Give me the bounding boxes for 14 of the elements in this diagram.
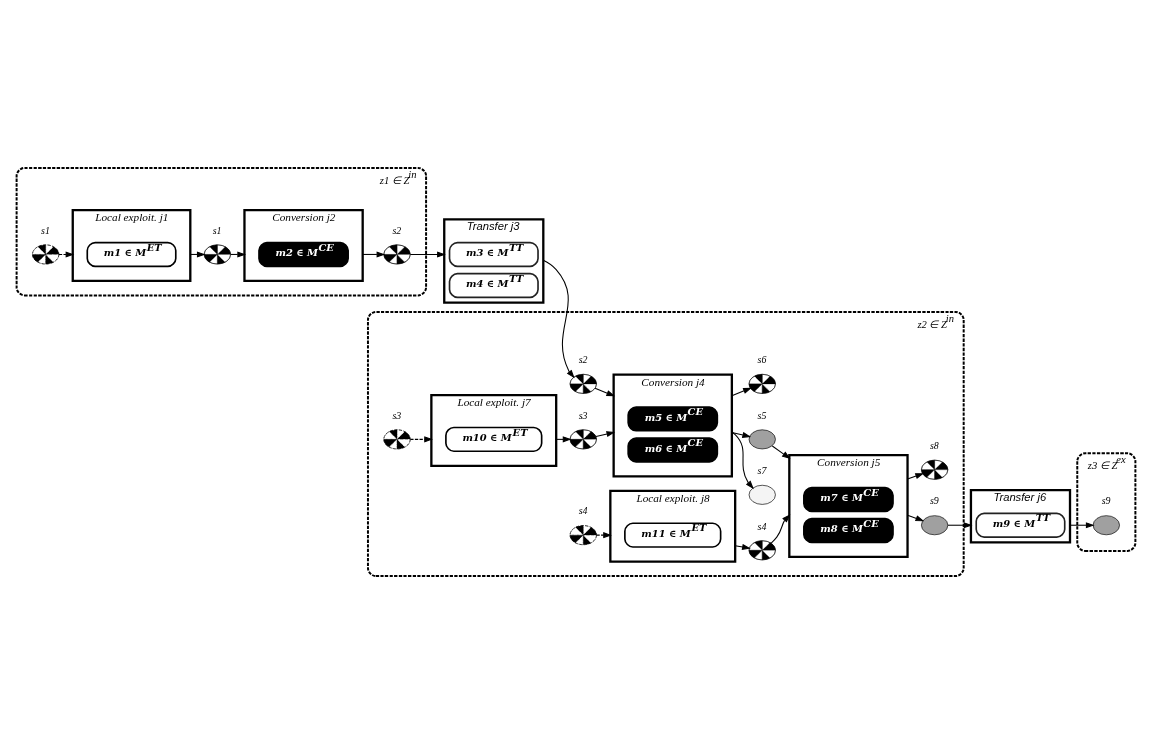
node-label: s2 [578, 353, 588, 365]
node-label: s6 [757, 353, 767, 365]
node-label: s1 [41, 224, 50, 236]
node-label: s1 [212, 224, 222, 236]
node-label: s2 [392, 224, 402, 236]
node-label: s7 [757, 464, 767, 476]
node-label: s9 [929, 494, 939, 506]
node-label: s4 [757, 520, 767, 532]
node-label: s3 [578, 409, 588, 421]
node-label: s9 [1101, 494, 1111, 506]
node-label: s4 [578, 504, 588, 516]
node-label: s5 [757, 409, 767, 421]
node-label: s3 [392, 409, 402, 421]
node-label: s8 [929, 439, 939, 451]
